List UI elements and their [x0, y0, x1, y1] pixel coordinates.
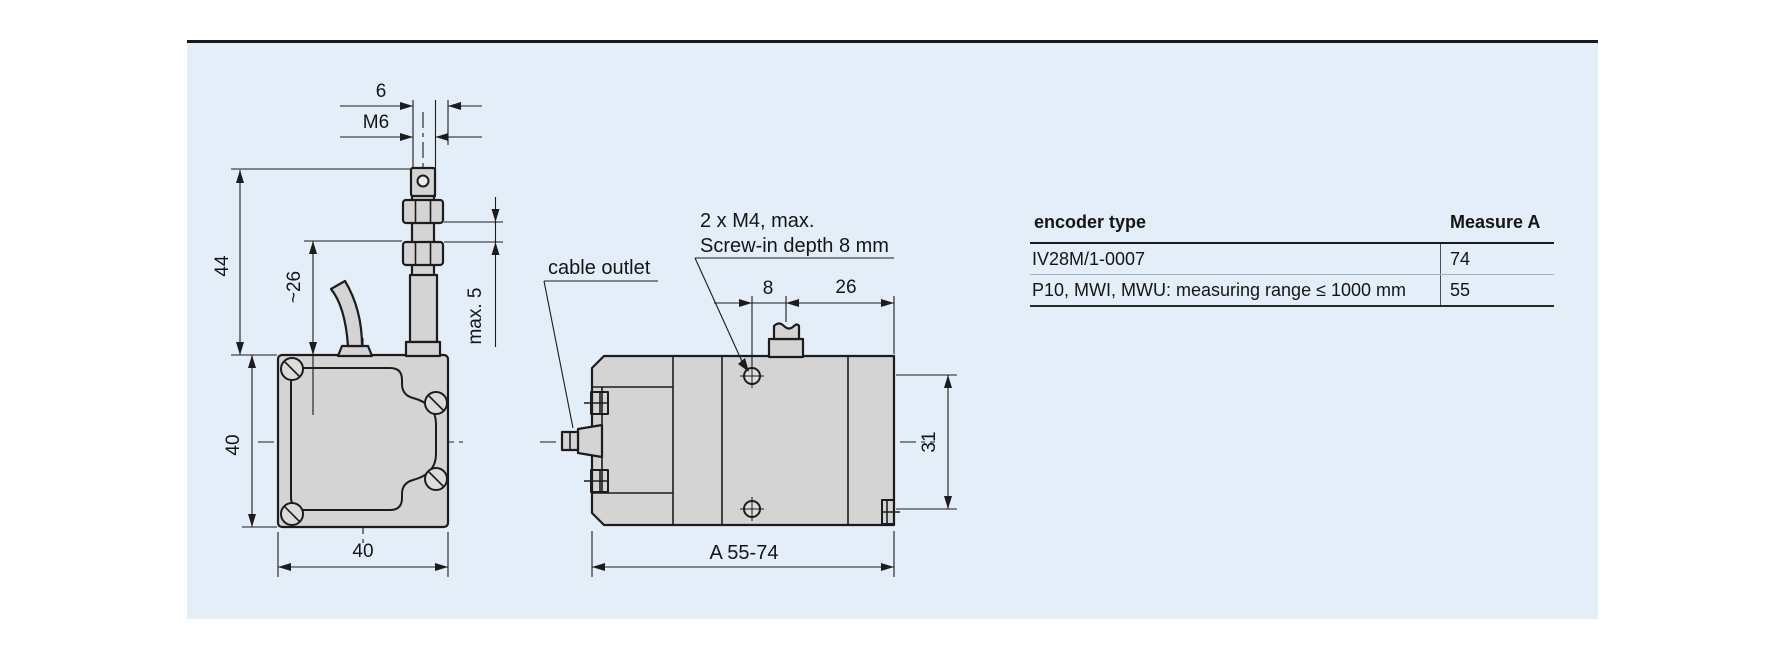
dim-8-text: 8 [763, 278, 774, 299]
m4-hole-top [740, 364, 764, 388]
screw-note-label: 2 x M4, max. Screw-in depth 8 mm [694, 210, 894, 372]
eyelet-hole [416, 174, 430, 188]
encoder-type-cell: IV28M/1-0007 [1032, 249, 1146, 269]
dim-31-text: 31 [919, 431, 940, 452]
dim-40-height: 40 [223, 355, 277, 528]
dim-26-wire: ~26 [284, 240, 402, 415]
snap-tab-top [584, 391, 609, 415]
dim-44: 44 [212, 168, 410, 356]
cable-outlet-text: cable outlet [548, 257, 651, 279]
lower-nut [401, 240, 445, 267]
upper-nut [401, 198, 445, 225]
m4-hole-bottom [740, 497, 764, 521]
snap-tab-bottom [584, 469, 609, 493]
col-header-encoder-type: encoder type [1034, 212, 1147, 232]
table-row: IV28M/1-0007 74 [1030, 244, 1554, 275]
snap-tab-right [881, 499, 900, 525]
dim-a-length: A 55-74 [591, 531, 895, 577]
dim-6: 6 [340, 81, 482, 197]
dim-a-text: A 55-74 [710, 542, 779, 564]
screw-note-line2: Screw-in depth 8 mm [700, 235, 889, 257]
dim-31: 31 [896, 374, 957, 510]
cable-outlet-label: cable outlet [543, 257, 658, 429]
dim-40-height-text: 40 [223, 434, 244, 455]
measure-a-cell: 55 [1440, 275, 1554, 305]
dim-m6-text: M6 [363, 112, 389, 133]
cable-outlet-stub [560, 423, 604, 459]
dim-40-width: 40 [277, 532, 449, 577]
housing-side [590, 354, 896, 527]
dim-m6: M6 [340, 112, 482, 141]
top-connector [767, 322, 805, 359]
table-row: P10, MWI, MWU: measuring range ≤ 1000 mm… [1030, 275, 1554, 307]
measure-a-table: encoder type Measure A IV28M/1-0007 74 P… [1030, 207, 1554, 307]
plunger-rod [401, 166, 445, 358]
table-header-row: encoder type Measure A [1030, 207, 1554, 244]
dim-26-text: 26 [835, 277, 856, 298]
col-header-measure-a: Measure A [1450, 212, 1541, 232]
measure-a-cell: 74 [1440, 244, 1554, 274]
dim-8-26: 8 26 [714, 277, 895, 366]
panel-background [187, 43, 1598, 619]
dim-6-text: 6 [376, 81, 387, 102]
dim-44-text: 44 [212, 255, 233, 277]
measuring-cable [329, 279, 374, 358]
front-view: 6 M6 44 [212, 81, 503, 577]
panel-top-rule [187, 40, 1598, 43]
dim-40-width-text: 40 [352, 541, 373, 562]
encoder-type-cell: P10, MWI, MWU: measuring range ≤ 1000 mm [1032, 280, 1406, 300]
dim-max5: max. 5 [444, 197, 503, 347]
dim-26-wire-text: ~26 [284, 271, 305, 303]
dim-max5-text: max. 5 [465, 287, 486, 344]
housing-front [276, 353, 450, 529]
screw-note-line1: 2 x M4, max. [700, 210, 814, 232]
cover-screws [280, 357, 448, 526]
side-view: cable outlet 2 x M4, max. Screw-in depth… [540, 210, 957, 577]
cover-contour [290, 367, 437, 511]
